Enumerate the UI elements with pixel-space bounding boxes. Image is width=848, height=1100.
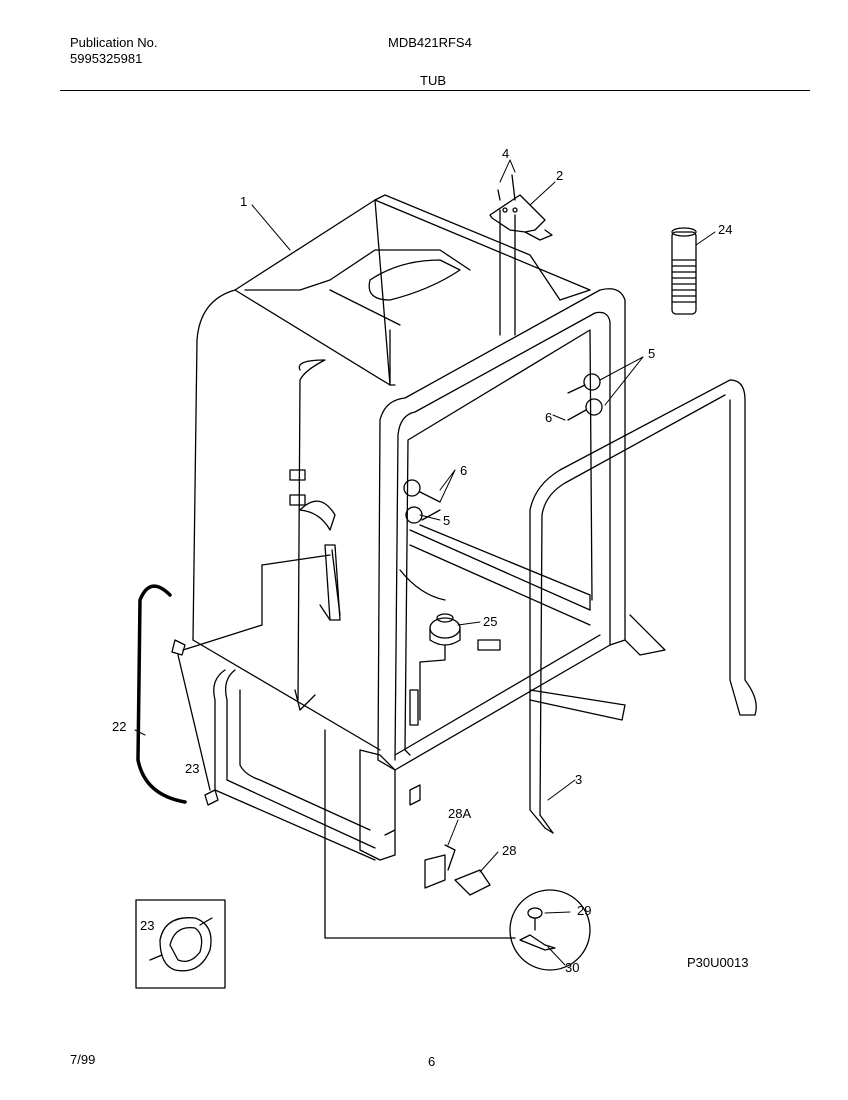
footer-date: 7/99 [70,1052,96,1067]
callout-6a: 6 [545,410,552,425]
fasteners [403,373,603,524]
drawing-code: P30U0013 [687,955,749,970]
leader-lines [134,159,716,966]
callout-5a: 5 [648,346,655,361]
callout-3: 3 [575,772,582,787]
mounting-bracket [489,174,553,336]
callout-30: 30 [565,960,579,975]
tub-body [182,194,591,751]
callout-22: 22 [112,719,126,734]
callout-29: 29 [577,903,591,918]
door-frame [377,288,666,771]
publication-number: 5995325981 [70,51,143,66]
small-parts [171,639,591,971]
callout-28a: 28A [448,806,471,821]
callout-25: 25 [483,614,497,629]
callout-1: 1 [240,194,247,209]
callout-28: 28 [502,843,516,858]
section-title: TUB [420,73,446,88]
callout-2: 2 [556,168,563,183]
callout-23: 23 [185,761,199,776]
page-number: 6 [428,1054,436,1069]
callout-5b: 5 [443,513,450,528]
tub-gasket [529,379,757,834]
callout-24: 24 [718,222,732,237]
callout-23-inset: 23 [140,918,154,933]
callout-6b: 6 [460,463,467,478]
float-assembly [399,569,501,726]
hose [671,227,697,315]
callout-4: 4 [502,146,509,161]
publication-label: Publication No. [70,35,158,50]
bottom-rail [213,669,421,861]
model-number: MDB421RFS4 [388,35,472,50]
header-rule [60,90,810,91]
drain-hose [136,584,187,804]
inset-box [135,899,226,989]
